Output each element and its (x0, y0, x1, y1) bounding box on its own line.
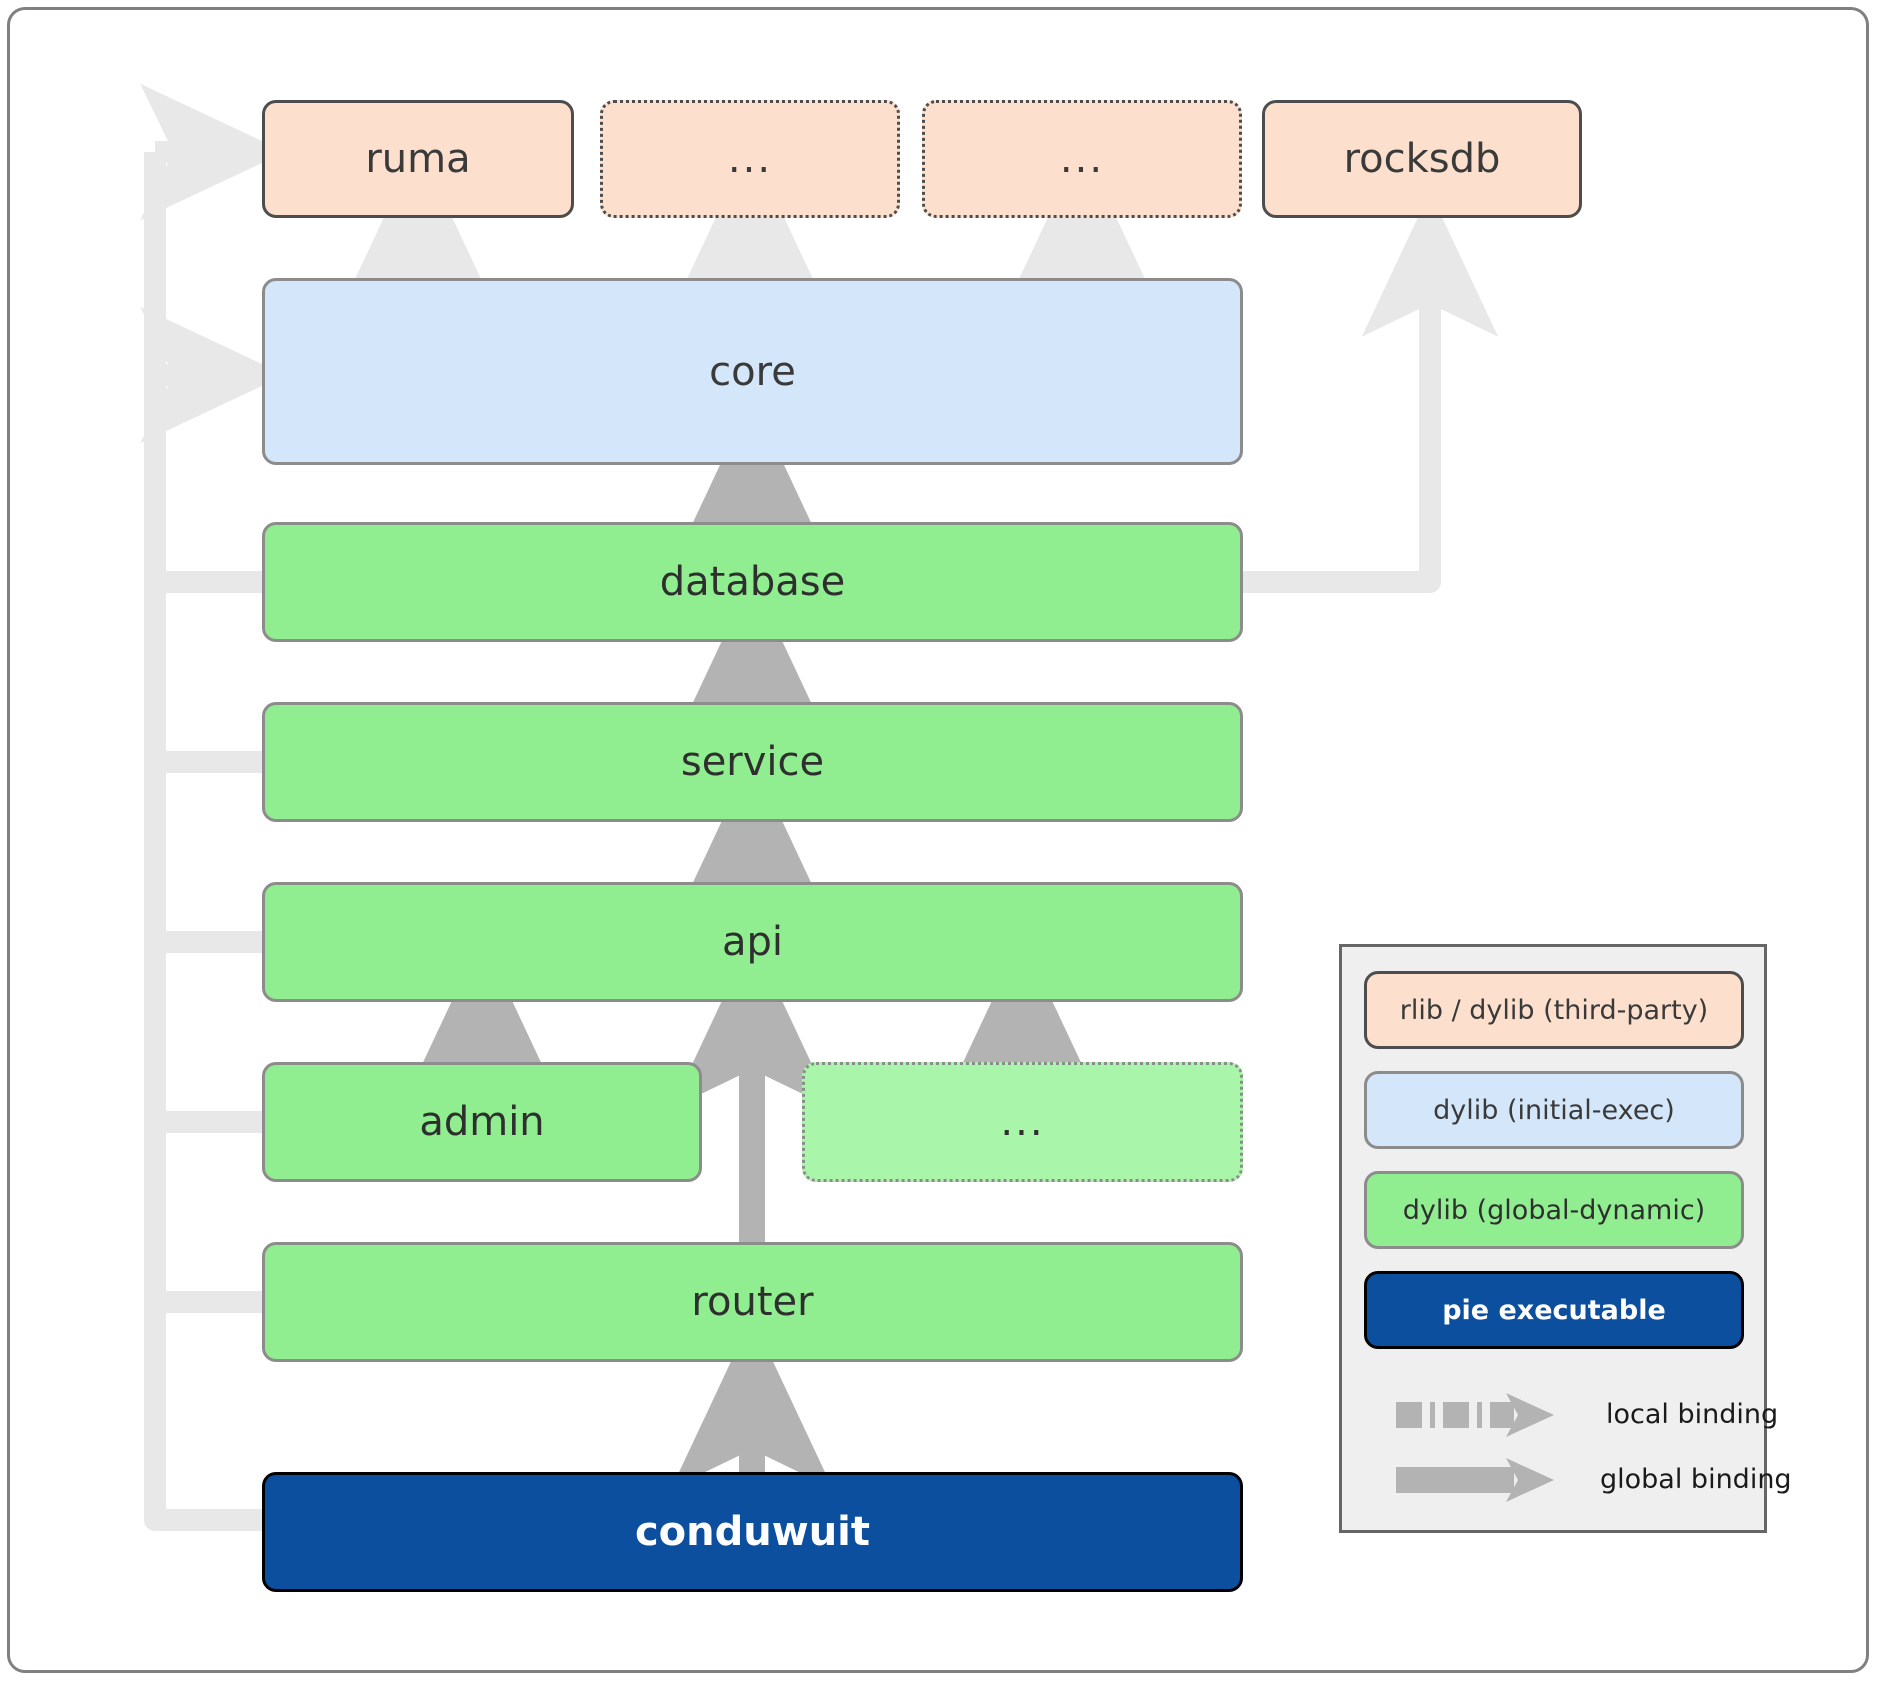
node-api[interactable]: api (262, 882, 1243, 1002)
node-core[interactable]: core (262, 278, 1243, 465)
local-binding-arrow-icon (1396, 1393, 1554, 1437)
legend-swatch-global-dynamic-label: dylib (global-dynamic) (1402, 1194, 1706, 1226)
node-rocksdb-label: rocksdb (1343, 136, 1501, 182)
legend-swatch-initial-exec: dylib (initial-exec) (1364, 1071, 1744, 1149)
node-ruma[interactable]: ruma (262, 100, 574, 218)
node-placeholder-mid[interactable]: ... (802, 1062, 1243, 1182)
conduwuit-left-trunk (140, 83, 286, 1531)
node-placeholder-top-1-label: ... (727, 136, 773, 182)
node-database-label: database (659, 559, 846, 605)
legend-swatch-pie-executable-label: pie executable (1442, 1294, 1666, 1326)
legend-swatch-third-party-label: rlib / dylib (third-party) (1399, 994, 1709, 1026)
node-router-label: router (691, 1279, 814, 1325)
legend-swatch-third-party: rlib / dylib (third-party) (1364, 971, 1744, 1049)
global-binding-arrow-icon (1396, 1458, 1554, 1502)
node-service-label: service (680, 739, 825, 785)
node-conduwuit-label: conduwuit (634, 1509, 871, 1555)
node-admin[interactable]: admin (262, 1062, 702, 1182)
legend-row-local-binding: local binding (1364, 1387, 1778, 1443)
node-placeholder-top-1[interactable]: ... (600, 100, 900, 218)
edges-crate-stack (401, 396, 1103, 1242)
legend-swatch-initial-exec-label: dylib (initial-exec) (1433, 1094, 1675, 1126)
legend-swatch-pie-executable: pie executable (1364, 1271, 1744, 1349)
node-admin-label: admin (419, 1099, 545, 1145)
legend-local-binding-label: local binding (1606, 1399, 1779, 1430)
node-placeholder-mid-label: ... (1000, 1099, 1045, 1145)
node-rocksdb[interactable]: rocksdb (1262, 100, 1582, 218)
node-placeholder-top-2[interactable]: ... (922, 100, 1242, 218)
node-core-label: core (709, 348, 796, 395)
node-api-label: api (721, 919, 783, 965)
node-ruma-label: ruma (365, 136, 471, 182)
node-conduwuit[interactable]: conduwuit (262, 1472, 1243, 1592)
legend-global-binding-label: global binding (1600, 1464, 1792, 1495)
node-router[interactable]: router (262, 1242, 1243, 1362)
legend-row-global-binding: global binding (1364, 1452, 1792, 1508)
edges-core-to-thirdparty (337, 144, 1163, 317)
node-placeholder-top-2-label: ... (1059, 136, 1105, 182)
legend-swatch-global-dynamic: dylib (global-dynamic) (1364, 1171, 1744, 1249)
node-service[interactable]: service (262, 702, 1243, 822)
node-database[interactable]: database (262, 522, 1243, 642)
legend-panel: rlib / dylib (third-party) dylib (initia… (1339, 944, 1792, 1533)
edge-database-rocksdb (1243, 191, 1499, 593)
